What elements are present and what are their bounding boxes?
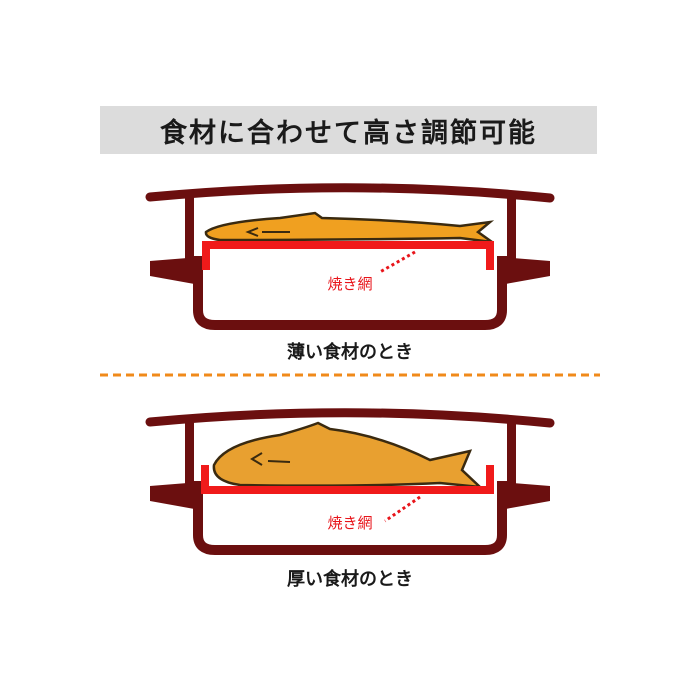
thick-food-pot bbox=[150, 413, 550, 550]
thin-rack-label: 焼き網 bbox=[327, 275, 373, 293]
thick-fish-icon bbox=[212, 421, 484, 489]
thin-fish-icon bbox=[204, 211, 495, 244]
thin-food-pot bbox=[150, 188, 550, 325]
title-banner: 食材に合わせて高さ調節可能 bbox=[100, 106, 597, 154]
thick-rack-label: 焼き網 bbox=[327, 514, 373, 532]
thick-caption: 厚い食材のとき bbox=[287, 569, 413, 590]
thick-rack bbox=[201, 465, 494, 494]
thin-rack bbox=[202, 241, 494, 270]
thin-caption: 薄い食材のとき bbox=[287, 342, 413, 363]
